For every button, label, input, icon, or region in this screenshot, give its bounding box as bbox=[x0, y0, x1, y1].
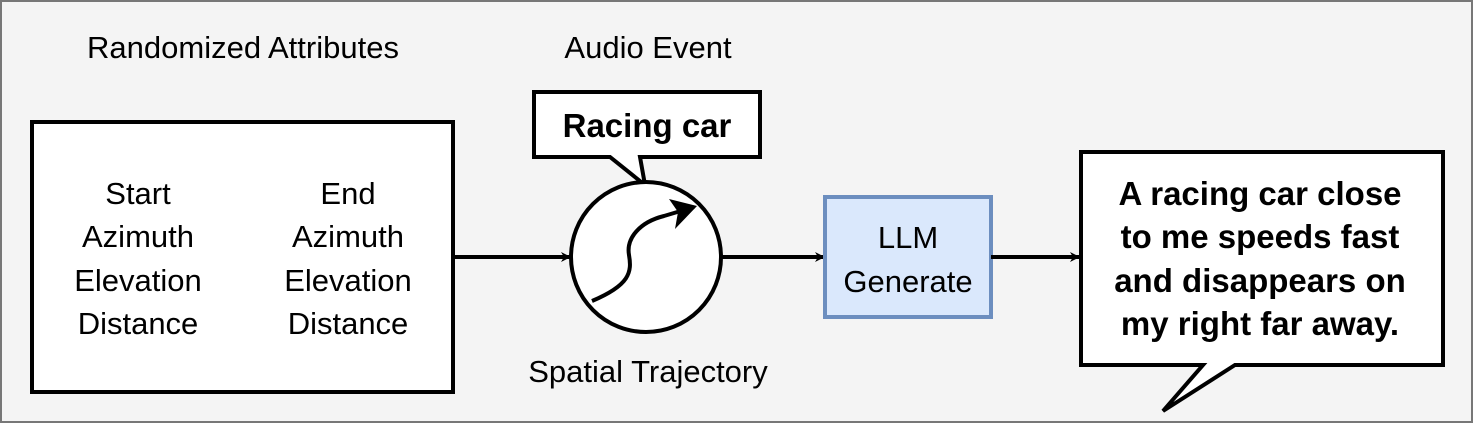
end-elevation: Elevation bbox=[284, 263, 412, 298]
trajectory-curve-icon bbox=[591, 205, 695, 303]
output-caption-bubble bbox=[1079, 150, 1445, 413]
start-distance: Distance bbox=[78, 306, 199, 341]
llm-generate-box bbox=[823, 195, 993, 319]
randomized-attributes-label: Randomized Attributes bbox=[87, 30, 399, 65]
start-attributes-column: Start Azimuth Elevation Distance bbox=[74, 176, 202, 341]
output-caption-line-3: and disappears on bbox=[1114, 262, 1406, 299]
output-caption-line-1: A racing car close bbox=[1118, 175, 1401, 212]
start-elevation: Elevation bbox=[74, 263, 202, 298]
end-heading: End bbox=[320, 176, 375, 211]
trajectory-arrowhead-icon bbox=[669, 199, 697, 229]
generate-label: Generate bbox=[843, 264, 972, 299]
audio-event-bubble bbox=[532, 90, 762, 190]
attributes-box bbox=[30, 120, 455, 394]
audio-event-label: Audio Event bbox=[564, 30, 732, 65]
end-distance: Distance bbox=[288, 306, 409, 341]
llm-label: LLM bbox=[878, 220, 938, 255]
start-heading: Start bbox=[105, 176, 171, 211]
spatial-trajectory-label: Spatial Trajectory bbox=[528, 354, 768, 389]
end-azimuth: Azimuth bbox=[292, 219, 404, 254]
output-caption-line-2: to me speeds fast bbox=[1121, 218, 1400, 255]
audio-event-text: Racing car bbox=[563, 107, 732, 144]
end-attributes-column: End Azimuth Elevation Distance bbox=[284, 176, 412, 341]
trajectory-circle bbox=[569, 180, 723, 334]
output-caption-line-4: my right far away. bbox=[1121, 305, 1399, 342]
start-azimuth: Azimuth bbox=[82, 219, 194, 254]
